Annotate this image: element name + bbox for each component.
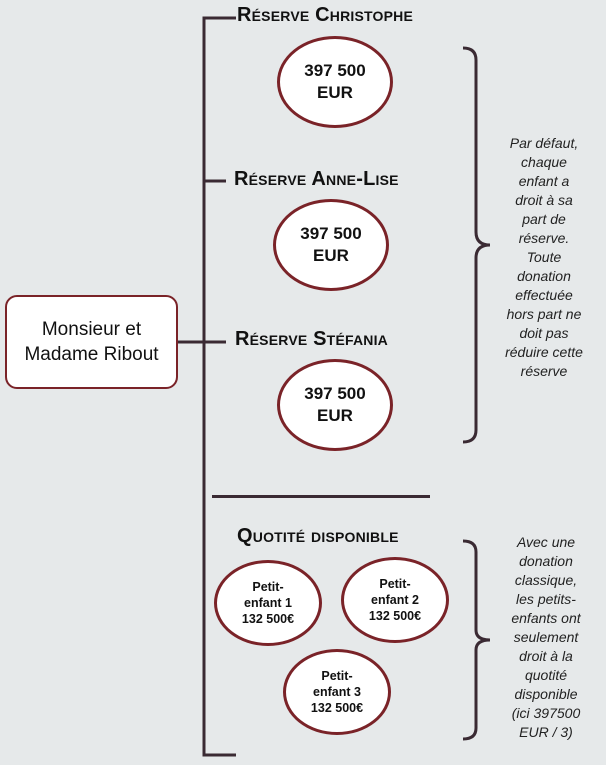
note-line: Toute [526,249,562,265]
note-line: classique, [514,572,578,588]
grandchild-line1: Petit- [321,669,353,683]
grandchild-line2: enfant 2 [371,593,419,607]
heading-quotite-disponible: Quotité disponible [237,525,399,547]
amount-line1: 397 500 [300,224,362,243]
root-label-line2: Madame Ribout [24,344,159,365]
ellipse-reserve-stefania: 397 500 EUR [277,359,393,451]
reserve-brace [462,46,491,444]
note-line: Par défaut, [509,135,579,151]
note-line: doit pas [519,325,569,341]
amount-line2: EUR [317,406,353,425]
amount-line2: EUR [313,246,349,265]
amount-line2: EUR [317,83,353,102]
note-line: (ici 397500 [511,705,581,721]
root-label-line1: Monsieur et [41,319,142,340]
grandchild-line2: enfant 3 [313,685,361,699]
grandchild-line1: Petit- [252,580,284,594]
grandchild-line2: enfant 1 [244,596,292,610]
amount-line1: 397 500 [304,384,366,403]
note-line: disponible [514,686,578,702]
section-divider [212,495,430,498]
grandchild-line1: Petit- [379,577,411,591]
heading-reserve-christophe: Réserve Christophe [237,4,414,26]
note-line: donation [517,268,571,284]
note-line: droit à la [519,648,573,664]
ellipse-reserve-christophe: 397 500 EUR [277,36,393,128]
quotite-note: Avec une donation classique, les petits-… [490,533,602,742]
note-line: chaque [521,154,567,170]
ellipse-petit-enfant-3: Petit- enfant 3 132 500€ [283,649,391,735]
reserve-note: Par défaut, chaque enfant a droit à sa p… [488,134,600,381]
note-line: réserve. [518,230,570,246]
note-line: EUR / 3) [519,724,573,740]
root-box-parents: Monsieur et Madame Ribout [5,295,178,389]
note-line: Avec une [516,534,576,550]
note-line: réserve [520,363,568,379]
note-line: quotité [524,667,568,683]
note-line: enfant a [518,173,570,189]
heading-reserve-stefania: Réserve Stéfania [235,328,388,350]
note-line: enfants ont [511,610,581,626]
note-line: réduire cette [505,344,583,360]
heading-reserve-anne-lise: Réserve Anne-Lise [234,168,399,190]
ellipse-reserve-anne-lise: 397 500 EUR [273,199,389,291]
note-line: les petits- [516,591,576,607]
note-line: hors part ne [506,306,582,322]
ellipse-petit-enfant-2: Petit- enfant 2 132 500€ [341,557,449,643]
note-line: donation [519,553,573,569]
ellipse-petit-enfant-1: Petit- enfant 1 132 500€ [214,560,322,646]
amount-line1: 397 500 [304,61,366,80]
grandchild-amount: 132 500€ [241,612,295,626]
grandchild-amount: 132 500€ [368,609,422,623]
quotite-brace [462,539,491,741]
main-bracket [202,16,236,757]
grandchild-amount: 132 500€ [310,701,364,715]
note-line: seulement [513,629,579,645]
note-line: part de [522,211,566,227]
note-line: droit à sa [515,192,573,208]
note-line: effectuée [515,287,573,303]
